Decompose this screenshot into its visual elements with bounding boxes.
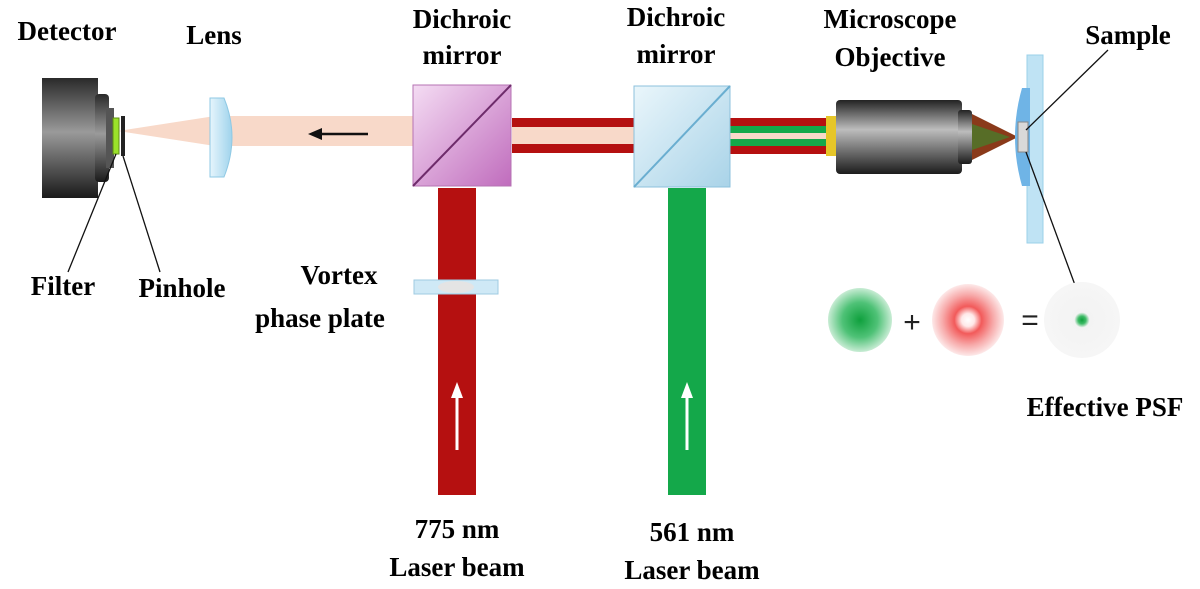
fluorescence-beam-cone [118,116,215,146]
detector-front [106,108,114,168]
filter-label: Filter [31,271,95,301]
sample-specimen [1017,121,1029,153]
combined-beam-red-top [730,118,830,126]
beam-775-label-line2: Laser beam [389,552,525,582]
dichroic-mirror-2-diagonal [633,85,731,188]
filter-leader-line [67,153,117,273]
vortex-label-line2: phase plate [255,303,385,333]
objective-nose [958,110,972,164]
psf-plus-sign: + [903,306,921,339]
objective-body [836,100,962,174]
objective-back [826,116,838,156]
effective-psf-label: Effective PSF [1027,392,1184,422]
dichroic-mirror-1-diagonal [412,84,512,187]
vortex-label-line1: Vortex [301,260,378,290]
red-beam-horizontal-top [512,118,634,127]
dichroic-mirror-2-label-line1: Dichroic [627,2,725,32]
lens [209,97,233,178]
beam-775-label-line1: 775 nm [415,514,500,544]
combined-beam-green-top [730,126,830,133]
sample-leader-line [1025,49,1109,131]
psf-equals-sign: = [1021,304,1039,337]
red-beam-horizontal-bottom [512,144,634,153]
beam-561-label-line1: 561 nm [650,517,735,547]
vortex-phase-plate-center [438,281,474,293]
detector-label: Detector [18,16,117,46]
objective-label-line2: Objective [835,42,946,72]
detector-collar [95,94,109,182]
combined-fluorescence-band [512,127,634,144]
green-beam-arrow-head [681,382,693,398]
excitation-psf [828,288,892,352]
dichroic-mirror-2-label-line2: mirror [637,39,716,69]
detector-body [42,78,98,198]
combined-beam-red-bottom [730,146,830,154]
filter [112,117,120,155]
combined-beam-green-bottom [730,139,830,146]
red-beam-arrow-head [451,382,463,398]
effective-psf [1044,282,1120,358]
dichroic-mirror-1-label-line2: mirror [423,40,502,70]
objective-label-line1: Microscope [824,4,957,34]
depletion-psf [932,284,1004,356]
sample-label: Sample [1085,20,1171,50]
combined-beam-center [730,133,830,139]
pinhole-leader-line [122,155,161,273]
pinhole-label: Pinhole [138,273,225,303]
direction-arrow-left-head [308,128,322,140]
pinhole [121,116,125,156]
dichroic-mirror-1-label-line1: Dichroic [413,4,511,34]
focused-beam-cone-inner [972,124,1010,150]
beam-561-label-line2: Laser beam [624,555,760,585]
lens-label: Lens [186,20,242,50]
psf-leader-line [1025,151,1076,286]
